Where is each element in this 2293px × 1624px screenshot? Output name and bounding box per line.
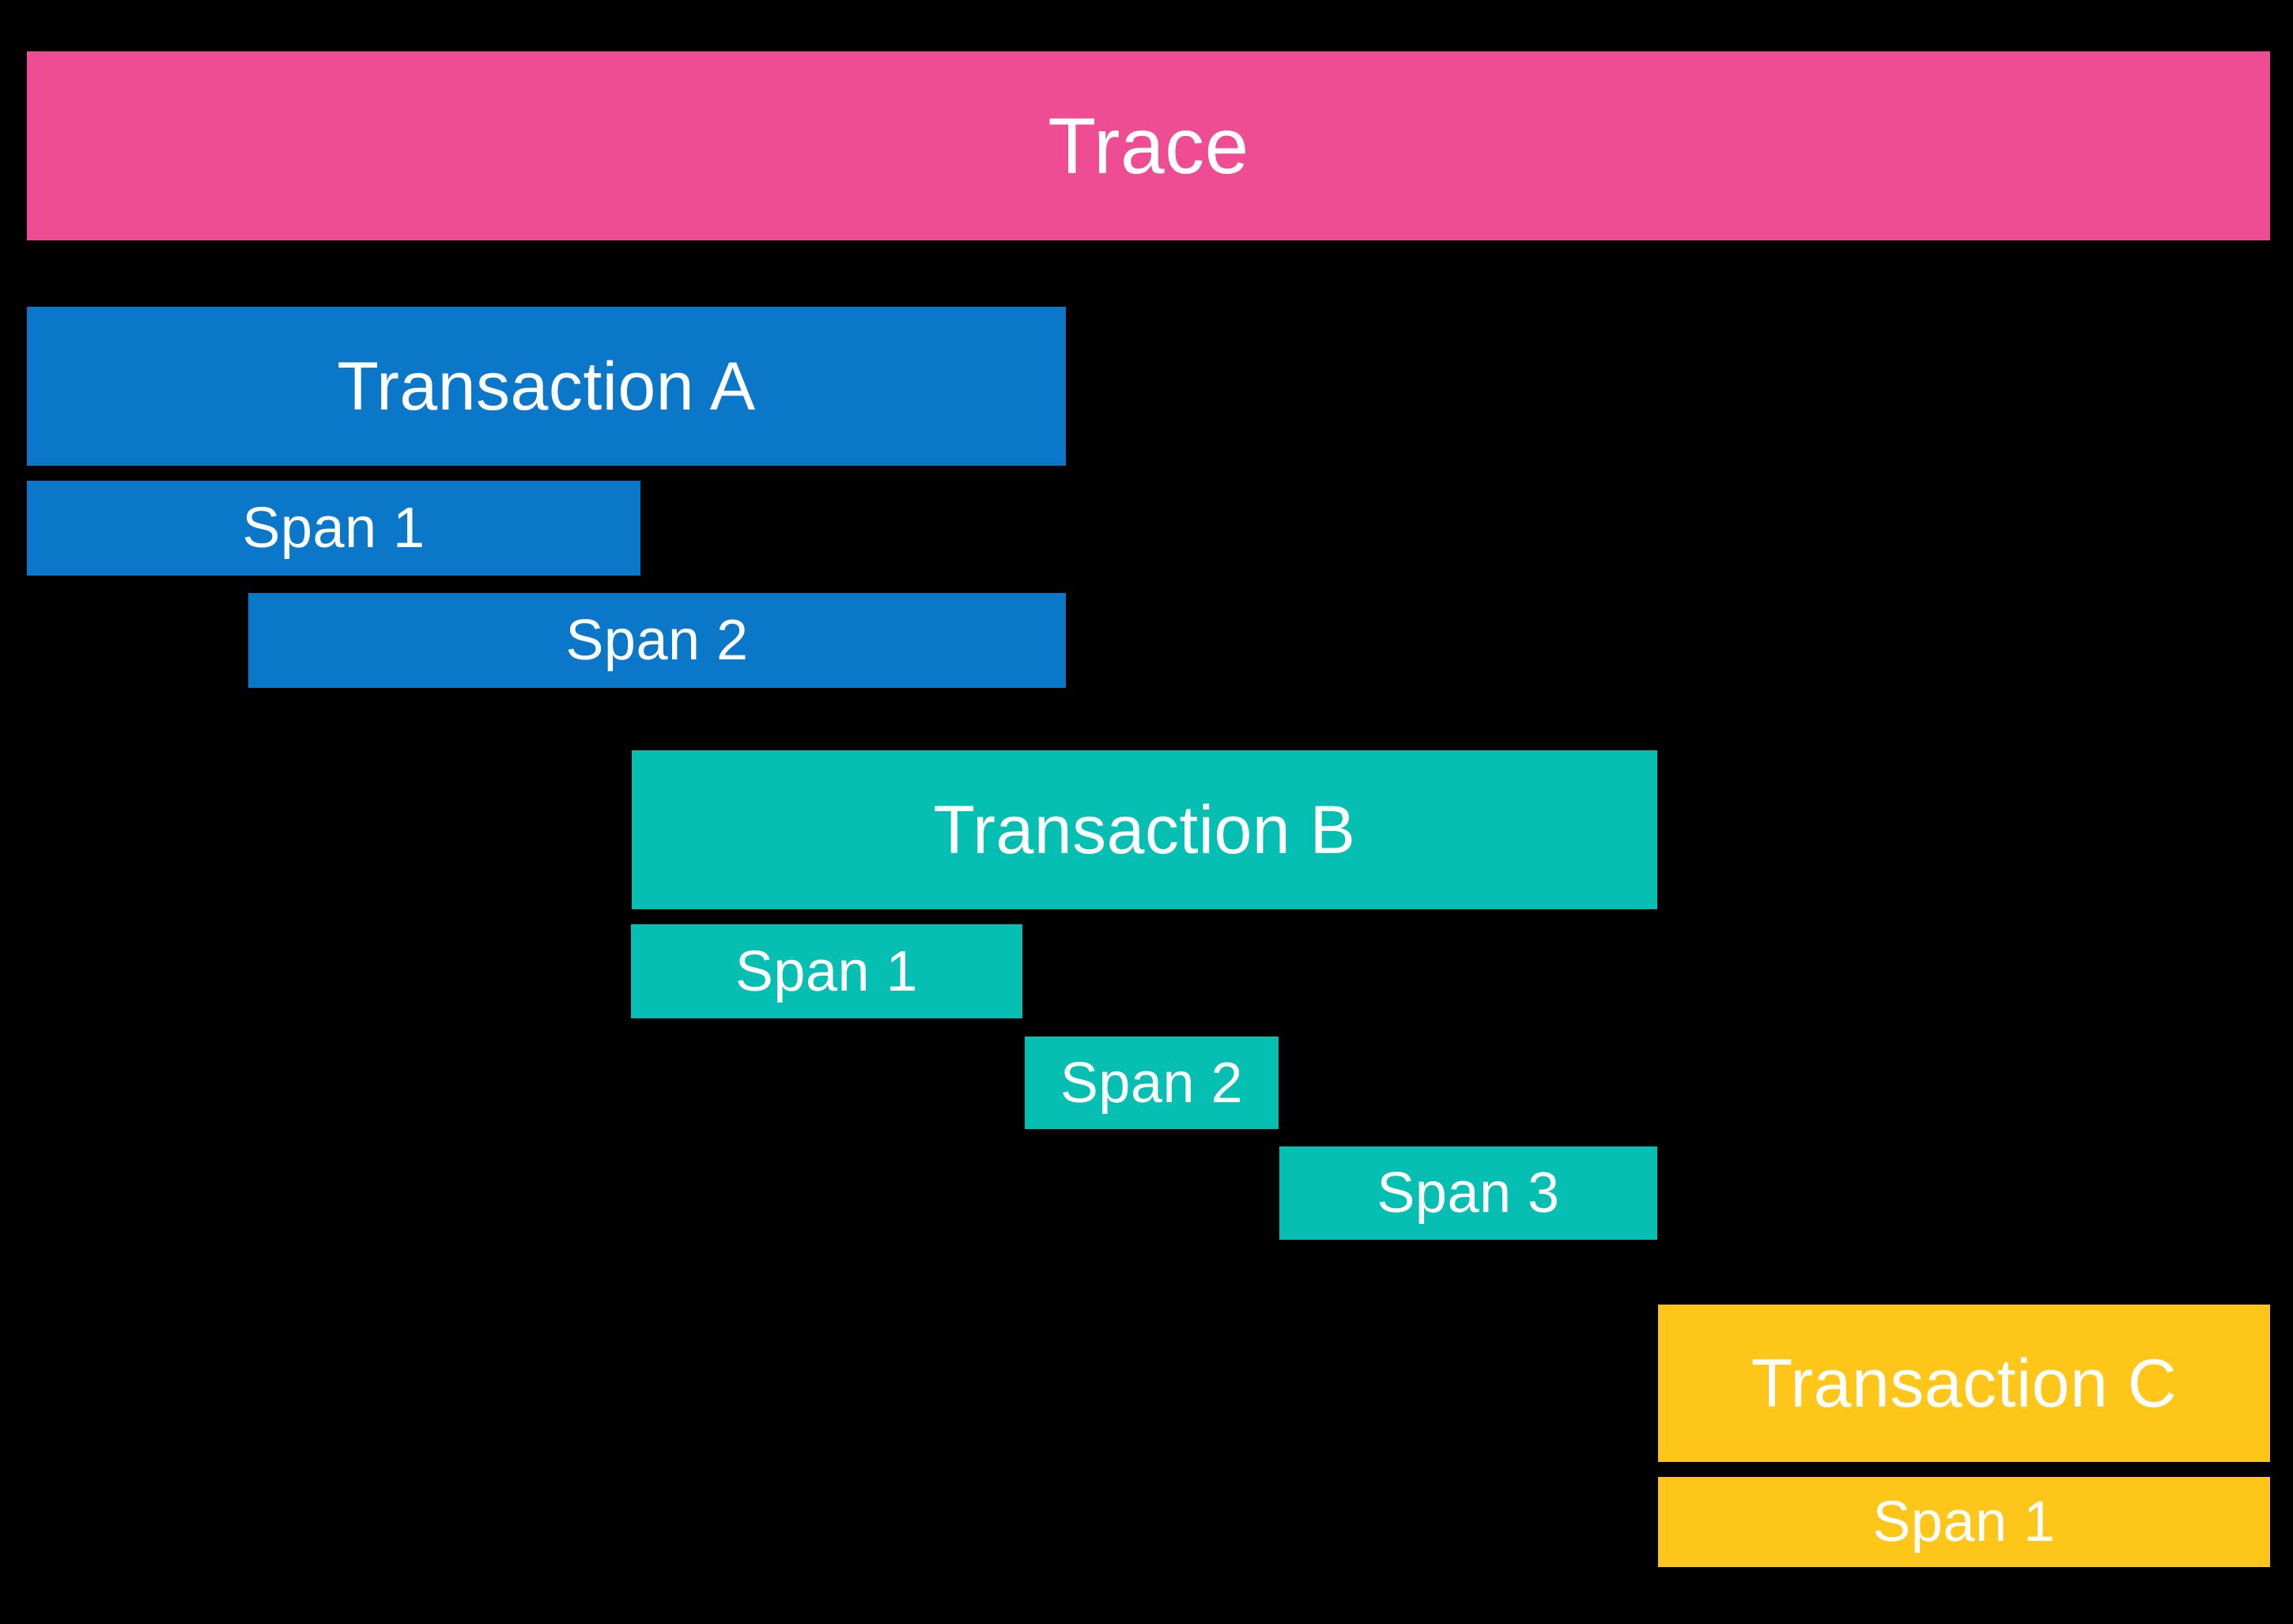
- transaction-a-span-2-label: Span 2: [565, 609, 749, 672]
- transaction-b-span-2-bar[interactable]: Span 2: [1025, 1037, 1279, 1129]
- transaction-b-bar[interactable]: Transaction B: [632, 750, 1657, 909]
- transaction-b-span-3-bar[interactable]: Span 3: [1279, 1146, 1657, 1240]
- transaction-a-span-2-bar[interactable]: Span 2: [248, 593, 1066, 688]
- trace-bar[interactable]: Trace: [27, 51, 2270, 240]
- transaction-b-span-3-label: Span 3: [1377, 1161, 1560, 1225]
- transaction-c-label: Transaction C: [1751, 1345, 2178, 1422]
- transaction-b-span-1-label: Span 1: [735, 939, 919, 1003]
- transaction-a-label: Transaction A: [337, 348, 756, 425]
- transaction-b-label: Transaction B: [933, 791, 1356, 868]
- transaction-c-span-1-bar[interactable]: Span 1: [1658, 1477, 2270, 1567]
- transaction-a-bar[interactable]: Transaction A: [27, 307, 1066, 466]
- transaction-b-span-2-label: Span 2: [1060, 1051, 1244, 1115]
- transaction-a-span-1-bar[interactable]: Span 1: [27, 481, 640, 576]
- trace-label: Trace: [1048, 101, 1249, 191]
- transaction-b-span-1-bar[interactable]: Span 1: [631, 924, 1022, 1018]
- transaction-c-span-1-label: Span 1: [1872, 1490, 2056, 1554]
- transaction-a-span-1-label: Span 1: [242, 497, 425, 560]
- transaction-c-bar[interactable]: Transaction C: [1658, 1305, 2270, 1462]
